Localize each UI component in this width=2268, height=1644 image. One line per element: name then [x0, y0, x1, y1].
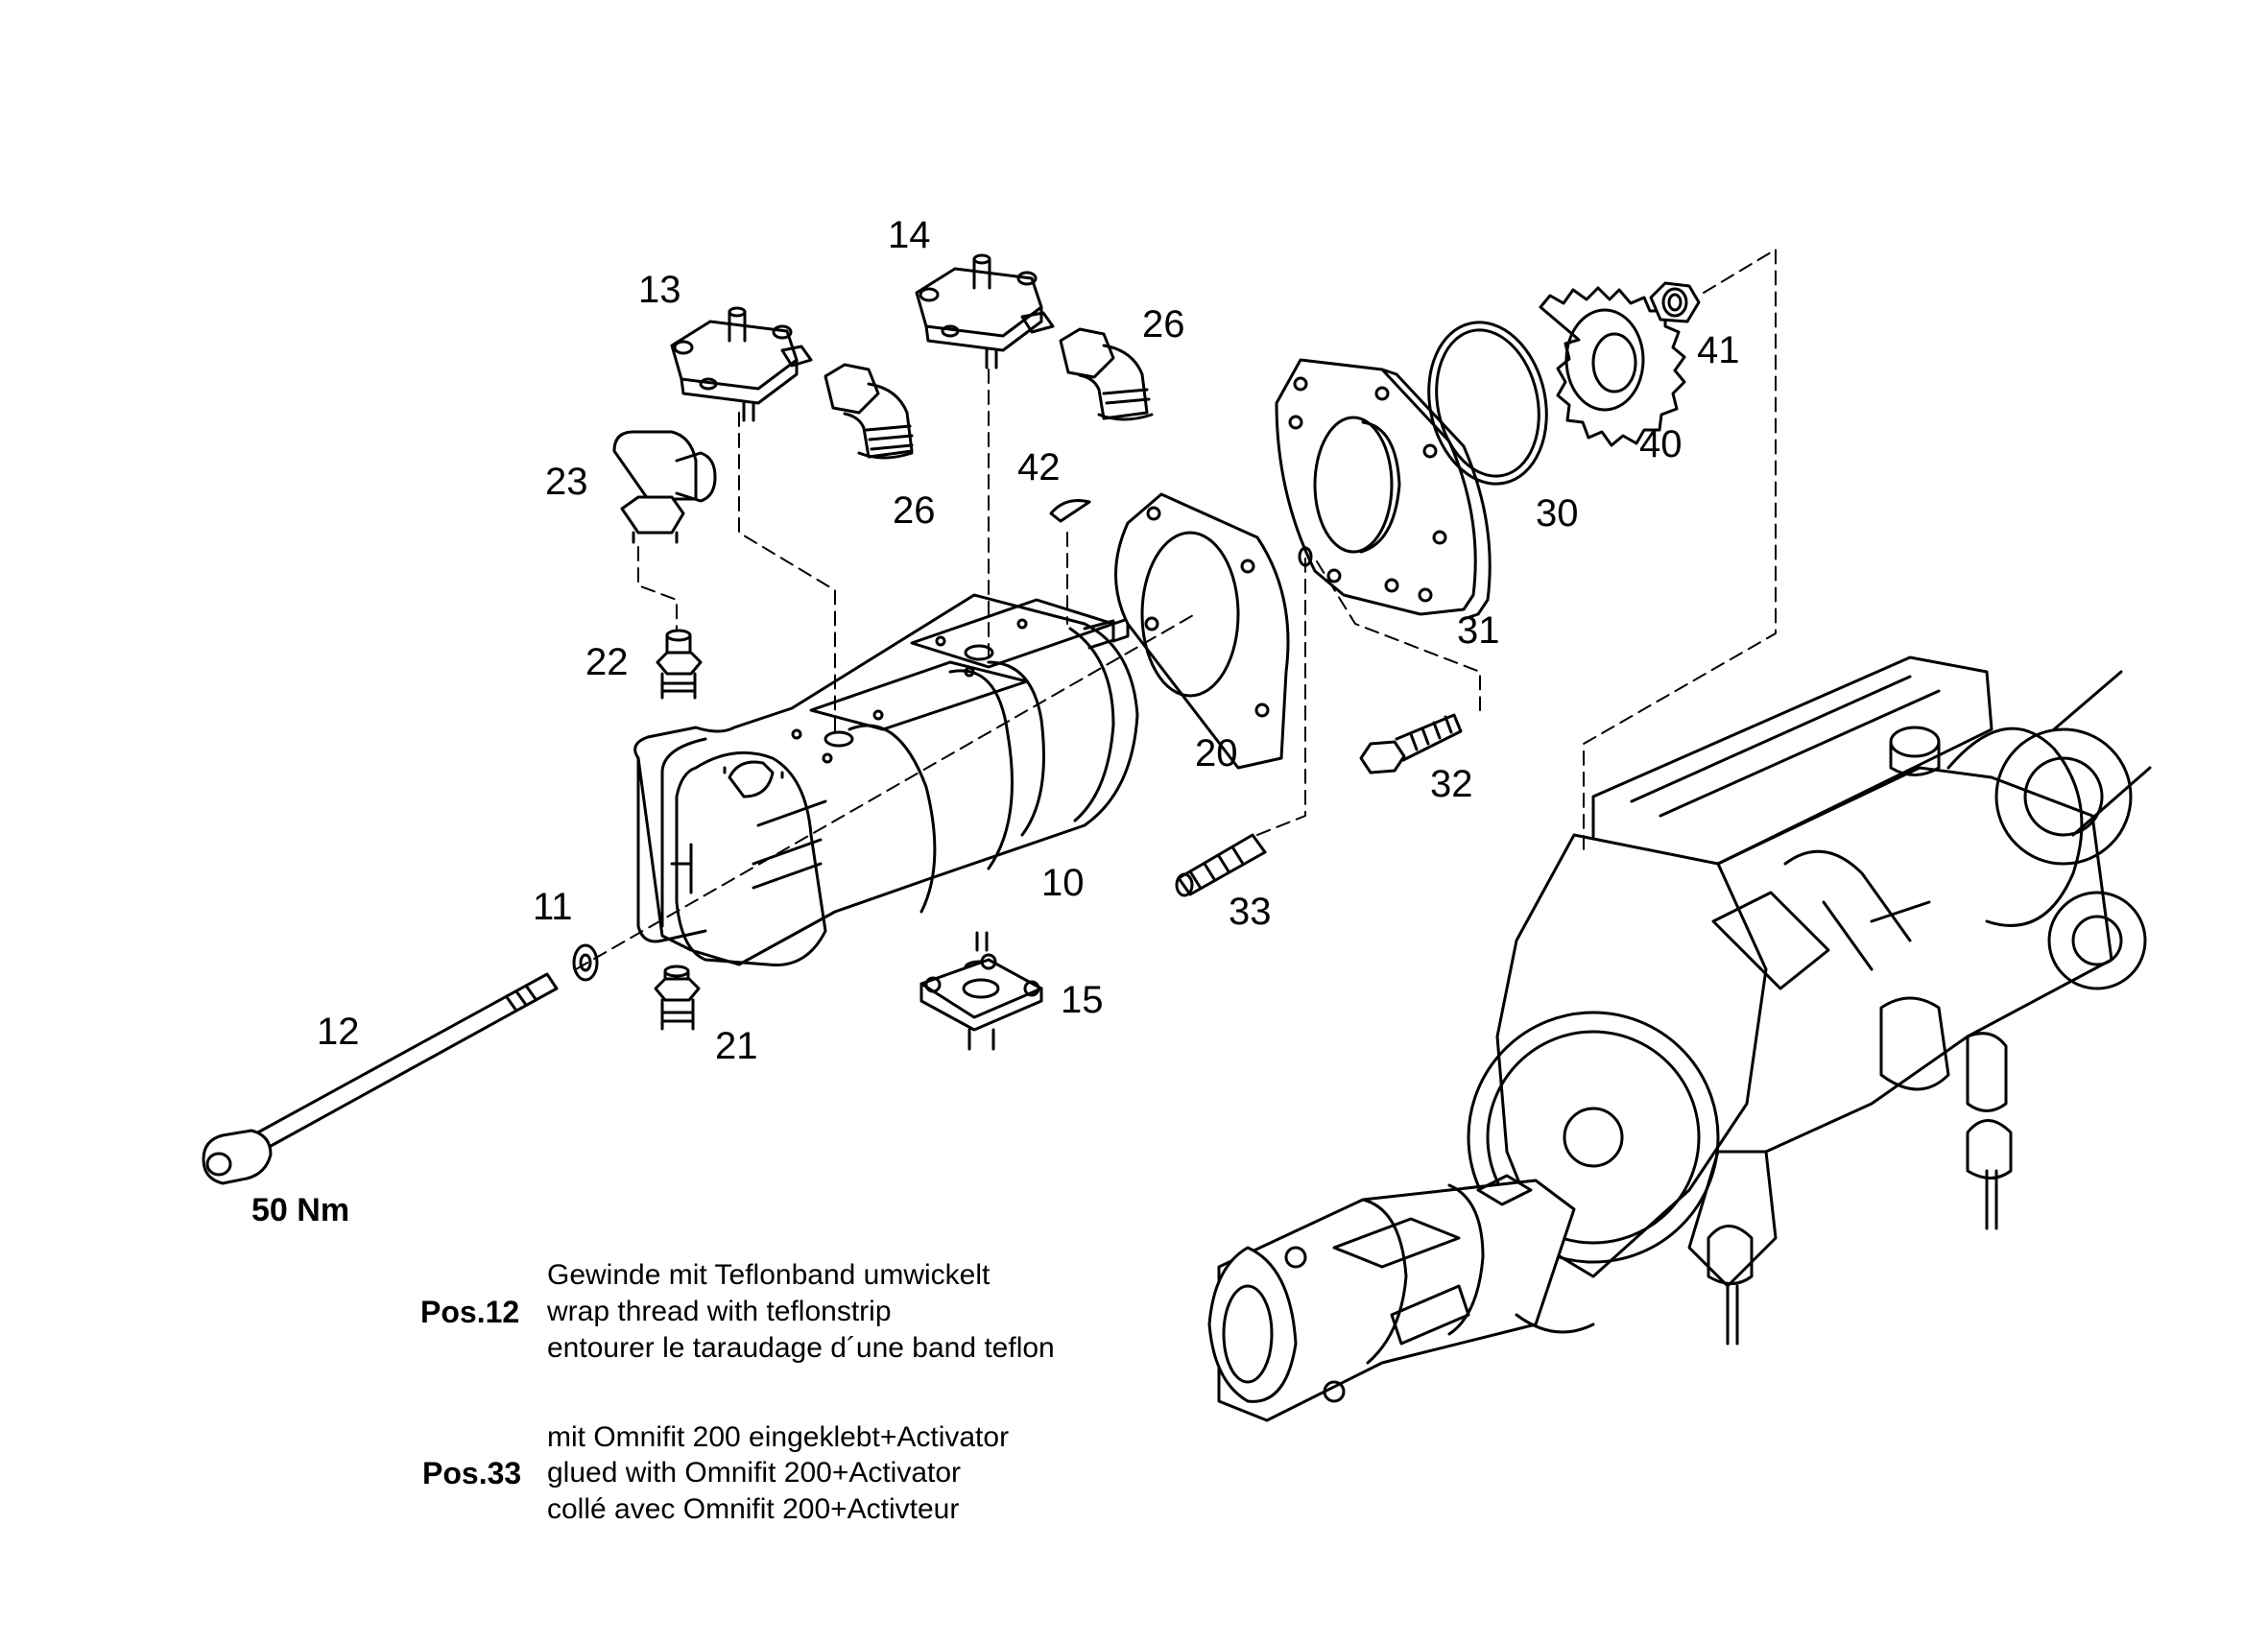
callout-23: 23	[545, 461, 588, 503]
callout-20: 20	[1195, 732, 1238, 774]
leader-31	[1316, 560, 1481, 711]
part-11-washer	[572, 943, 599, 982]
part-12-bolt	[202, 972, 559, 1185]
part-22-fitting	[656, 629, 703, 700]
note-pos-33-label: Pos.33	[422, 1456, 522, 1490]
leader-23	[637, 546, 678, 630]
engine-assembly	[1207, 655, 2152, 1422]
note-pos-12-line-fr: entourer le taraudage d´une band teflon	[547, 1332, 1055, 1364]
part-20-gasket	[1114, 492, 1290, 770]
callout-42: 42	[1017, 446, 1061, 488]
leader-bolt-axis	[575, 613, 1196, 970]
part-13-valve-block	[670, 306, 813, 422]
callout-32: 32	[1430, 763, 1473, 805]
torque-label: 50 Nm	[251, 1192, 350, 1228]
part-40-gear	[1539, 286, 1686, 447]
leader-41	[1583, 249, 1777, 855]
part-26-elbow-a	[824, 363, 914, 460]
callout-26-b: 26	[1142, 303, 1185, 345]
callout-13: 13	[638, 269, 681, 311]
callout-41: 41	[1697, 329, 1740, 371]
note-pos-12-line-en: wrap thread with teflonstrip	[547, 1296, 892, 1327]
part-26-elbow-b	[1059, 327, 1154, 421]
note-pos-33-line-de: mit Omnifit 200 eingeklebt+Activator	[547, 1421, 1010, 1453]
callout-21: 21	[715, 1025, 758, 1067]
callout-31: 31	[1457, 609, 1500, 652]
part-30-o-ring	[1427, 321, 1548, 486]
part-15-flange	[919, 931, 1043, 1051]
leader-33	[1256, 546, 1306, 836]
callout-22: 22	[585, 641, 629, 683]
note-pos-33-line-fr: collé avec Omnifit 200+Activteur	[547, 1493, 960, 1525]
part-33-stud	[1175, 833, 1267, 897]
part-10-pump-body	[633, 593, 1139, 975]
part-42-key	[1049, 499, 1091, 523]
leader-13	[738, 412, 836, 735]
callout-33: 33	[1229, 891, 1272, 933]
part-31-adapter-plate	[1275, 358, 1492, 621]
callout-26-a: 26	[893, 489, 936, 532]
note-pos-12-line-de: Gewinde mit Teflonband umwickelt	[547, 1259, 991, 1291]
note-pos-33-line-en: glued with Omnifit 200+Activator	[547, 1457, 962, 1489]
note-pos-12-label: Pos.12	[420, 1295, 520, 1329]
part-23-elbow-fitting	[612, 430, 717, 544]
callout-40: 40	[1639, 423, 1683, 465]
callout-14: 14	[888, 214, 931, 256]
part-41-nut	[1649, 281, 1701, 323]
callout-11: 11	[533, 886, 573, 928]
part-14-valve-block	[915, 253, 1055, 369]
callout-12: 12	[317, 1011, 360, 1053]
callout-15: 15	[1061, 979, 1104, 1021]
part-32-bolt	[1359, 713, 1463, 774]
callout-30: 30	[1536, 492, 1579, 535]
part-21-fitting	[654, 965, 701, 1031]
callout-10: 10	[1041, 862, 1085, 904]
